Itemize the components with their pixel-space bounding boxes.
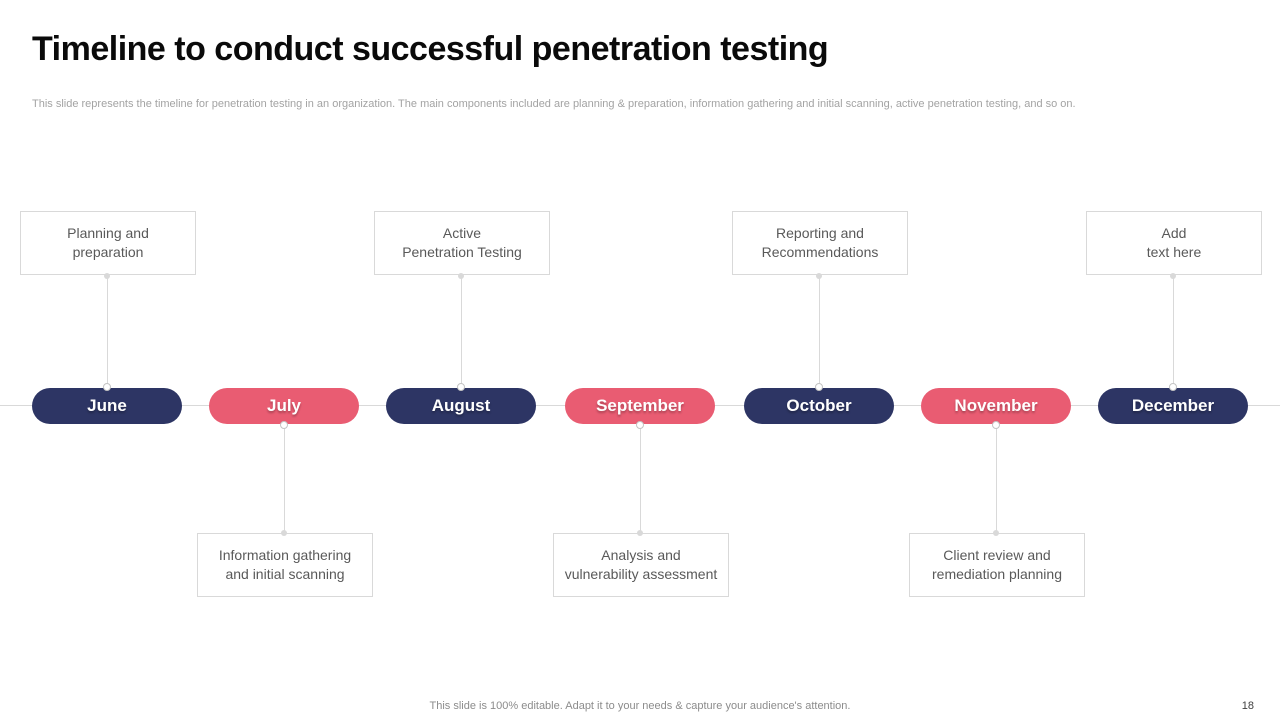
- event-box-add-text-placeholder[interactable]: Add text here: [1086, 211, 1262, 275]
- connector-line: [284, 424, 285, 533]
- event-box-analysis-vulnerability[interactable]: Analysis and vulnerability assessment: [553, 533, 729, 597]
- event-box-reporting-recommendations[interactable]: Reporting and Recommendations: [732, 211, 908, 275]
- page-number: 18: [1241, 700, 1254, 712]
- connector-node-circle: [280, 421, 288, 429]
- month-pill-june[interactable]: June: [32, 388, 182, 424]
- month-label: December: [1131, 396, 1215, 415]
- event-label: Client review and remediation planning: [932, 547, 1062, 582]
- connector-dot: [1170, 273, 1176, 279]
- connector-dot: [993, 530, 999, 536]
- event-box-information-gathering[interactable]: Information gathering and initial scanni…: [197, 533, 373, 597]
- connector-line: [1173, 276, 1174, 388]
- month-pill-july[interactable]: July: [209, 388, 359, 424]
- connector-node-circle: [992, 421, 1000, 429]
- event-label: Planning and preparation: [67, 225, 149, 260]
- month-label: August: [431, 396, 491, 415]
- month-label: October: [786, 396, 852, 415]
- event-box-planning-preparation[interactable]: Planning and preparation: [20, 211, 196, 275]
- month-label: November: [954, 396, 1038, 415]
- footer-note: This slide is 100% editable. Adapt it to…: [429, 700, 851, 712]
- month-pill-november[interactable]: November: [921, 388, 1071, 424]
- connector-line: [819, 276, 820, 388]
- month-pill-october[interactable]: October: [744, 388, 894, 424]
- page-title: Timeline to conduct successful penetrati…: [32, 30, 829, 68]
- connector-node-circle: [636, 421, 644, 429]
- connector-dot: [816, 273, 822, 279]
- month-label: July: [266, 396, 302, 415]
- connector-dot: [281, 530, 287, 536]
- event-label: Active Penetration Testing: [402, 225, 522, 260]
- event-label: Information gathering and initial scanni…: [218, 547, 352, 582]
- connector-node-circle: [103, 383, 111, 391]
- connector-line: [107, 276, 108, 388]
- month-label: June: [87, 396, 127, 415]
- connector-line: [996, 424, 997, 533]
- connector-line: [461, 276, 462, 388]
- event-box-client-review-remediation[interactable]: Client review and remediation planning: [909, 533, 1085, 597]
- month-label: September: [596, 396, 684, 415]
- month-pill-december[interactable]: December: [1098, 388, 1248, 424]
- month-pill-august[interactable]: August: [386, 388, 536, 424]
- event-box-active-penetration-testing[interactable]: Active Penetration Testing: [374, 211, 550, 275]
- event-label: Reporting and Recommendations: [761, 225, 879, 260]
- connector-dot: [104, 273, 110, 279]
- slide-subtitle: This slide represents the timeline for p…: [32, 98, 1076, 110]
- connector-dot: [637, 530, 643, 536]
- connector-line: [640, 424, 641, 533]
- event-label: Analysis and vulnerability assessment: [564, 547, 718, 582]
- month-pill-september[interactable]: September: [565, 388, 715, 424]
- connector-node-circle: [1169, 383, 1177, 391]
- connector-node-circle: [457, 383, 465, 391]
- connector-node-circle: [815, 383, 823, 391]
- event-label: Add text here: [1146, 225, 1202, 260]
- connector-dot: [458, 273, 464, 279]
